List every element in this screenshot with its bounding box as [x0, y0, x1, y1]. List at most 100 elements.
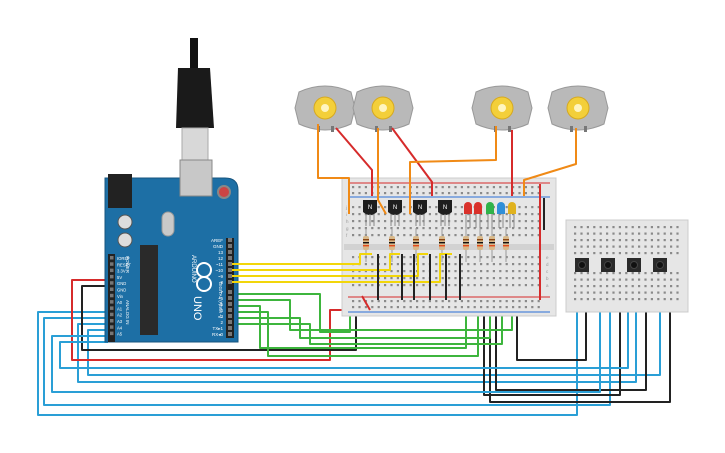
- breadboard-hole[interactable]: [486, 192, 489, 195]
- breadboard-hole[interactable]: [670, 285, 673, 288]
- breadboard-hole[interactable]: [644, 226, 647, 229]
- breadboard-hole[interactable]: [537, 206, 540, 209]
- breadboard-hole[interactable]: [422, 234, 425, 237]
- breadboard-hole[interactable]: [396, 220, 399, 223]
- breadboard-hole[interactable]: [480, 300, 483, 303]
- breadboard-hole[interactable]: [358, 277, 361, 280]
- wires-routed[interactable]: [37, 262, 671, 416]
- breadboard-hole[interactable]: [396, 270, 399, 273]
- breadboard-hole[interactable]: [448, 284, 451, 287]
- breadboard-hole[interactable]: [644, 232, 647, 235]
- breadboard-hole[interactable]: [512, 186, 515, 189]
- npn-transistor[interactable]: [413, 200, 427, 215]
- pin-socket[interactable]: [228, 274, 232, 278]
- breadboard-hole[interactable]: [512, 300, 515, 303]
- breadboard-hole[interactable]: [644, 285, 647, 288]
- breadboard-hole[interactable]: [467, 270, 470, 273]
- pin-socket[interactable]: [110, 319, 114, 323]
- breadboard-hole[interactable]: [454, 227, 457, 230]
- breadboard-hole[interactable]: [518, 284, 521, 287]
- breadboard-hole[interactable]: [435, 186, 438, 189]
- breadboard-hole[interactable]: [358, 284, 361, 287]
- breadboard-hole[interactable]: [524, 284, 527, 287]
- breadboard-hole[interactable]: [377, 213, 380, 216]
- breadboard-hole[interactable]: [435, 270, 438, 273]
- breadboard-hole[interactable]: [454, 213, 457, 216]
- breadboard-hole[interactable]: [599, 245, 602, 248]
- breadboard-hole[interactable]: [467, 306, 470, 309]
- breadboard-hole[interactable]: [435, 192, 438, 195]
- breadboard-hole[interactable]: [599, 226, 602, 229]
- breadboard-hole[interactable]: [657, 252, 660, 255]
- breadboard-hole[interactable]: [384, 284, 387, 287]
- breadboard-hole[interactable]: [428, 192, 431, 195]
- breadboard-hole[interactable]: [574, 232, 577, 235]
- breadboard-hole[interactable]: [473, 220, 476, 223]
- reset-button[interactable]: [217, 185, 231, 199]
- pin-socket[interactable]: [110, 256, 114, 260]
- breadboard-hole[interactable]: [631, 239, 634, 242]
- breadboard-hole[interactable]: [524, 192, 527, 195]
- pin-socket[interactable]: [110, 306, 114, 310]
- breadboard-hole[interactable]: [650, 239, 653, 242]
- breadboard-hole[interactable]: [409, 300, 412, 303]
- breadboard-hole[interactable]: [467, 284, 470, 287]
- breadboard-hole[interactable]: [384, 227, 387, 230]
- breadboard-hole[interactable]: [396, 306, 399, 309]
- breadboard-hole[interactable]: [512, 256, 515, 259]
- breadboard-hole[interactable]: [422, 300, 425, 303]
- breadboard-hole[interactable]: [531, 192, 534, 195]
- breadboard-hole[interactable]: [384, 277, 387, 280]
- breadboard-hole[interactable]: [512, 284, 515, 287]
- breadboard-hole[interactable]: [396, 256, 399, 259]
- breadboard-hole[interactable]: [593, 252, 596, 255]
- breadboard-hole[interactable]: [422, 227, 425, 230]
- led[interactable]: [464, 202, 472, 214]
- dc-motor[interactable]: [547, 85, 609, 132]
- breadboard-hole[interactable]: [670, 226, 673, 229]
- breadboard-hole[interactable]: [650, 278, 653, 281]
- breadboard-hole[interactable]: [537, 227, 540, 230]
- breadboard-hole[interactable]: [625, 226, 628, 229]
- breadboard-hole[interactable]: [364, 270, 367, 273]
- breadboard-hole[interactable]: [631, 232, 634, 235]
- breadboard-hole[interactable]: [657, 291, 660, 294]
- pin-socket[interactable]: [228, 314, 232, 318]
- breadboard-hole[interactable]: [499, 234, 502, 237]
- breadboard-hole[interactable]: [384, 306, 387, 309]
- breadboard-hole[interactable]: [580, 245, 583, 248]
- breadboard-hole[interactable]: [441, 277, 444, 280]
- breadboard-hole[interactable]: [467, 256, 470, 259]
- breadboard-hole[interactable]: [358, 234, 361, 237]
- breadboard-hole[interactable]: [631, 272, 634, 275]
- breadboard-hole[interactable]: [441, 270, 444, 273]
- leds[interactable]: [464, 202, 516, 228]
- breadboard-hole[interactable]: [531, 256, 534, 259]
- breadboard-hole[interactable]: [676, 226, 679, 229]
- breadboard-hole[interactable]: [409, 220, 412, 223]
- breadboard-hole[interactable]: [499, 186, 502, 189]
- breadboard-hole[interactable]: [593, 291, 596, 294]
- breadboard-hole[interactable]: [416, 220, 419, 223]
- pin-socket[interactable]: [228, 320, 232, 324]
- breadboard-hole[interactable]: [524, 277, 527, 280]
- breadboard-hole[interactable]: [663, 239, 666, 242]
- breadboard-hole[interactable]: [492, 277, 495, 280]
- pushbutton-cap[interactable]: [630, 261, 638, 269]
- pushbutton-cap[interactable]: [604, 261, 612, 269]
- breadboard-hole[interactable]: [467, 227, 470, 230]
- breadboard-hole[interactable]: [574, 272, 577, 275]
- breadboard-hole[interactable]: [384, 256, 387, 259]
- breadboard-hole[interactable]: [352, 256, 355, 259]
- breadboard-hole[interactable]: [358, 220, 361, 223]
- breadboard-hole[interactable]: [537, 270, 540, 273]
- breadboard-hole[interactable]: [454, 300, 457, 303]
- breadboard-hole[interactable]: [428, 234, 431, 237]
- breadboard-hole[interactable]: [586, 232, 589, 235]
- breadboard-hole[interactable]: [505, 306, 508, 309]
- breadboard-hole[interactable]: [631, 226, 634, 229]
- breadboard-hole[interactable]: [428, 300, 431, 303]
- breadboard-hole[interactable]: [448, 186, 451, 189]
- breadboard-hole[interactable]: [428, 206, 431, 209]
- breadboard-hole[interactable]: [663, 291, 666, 294]
